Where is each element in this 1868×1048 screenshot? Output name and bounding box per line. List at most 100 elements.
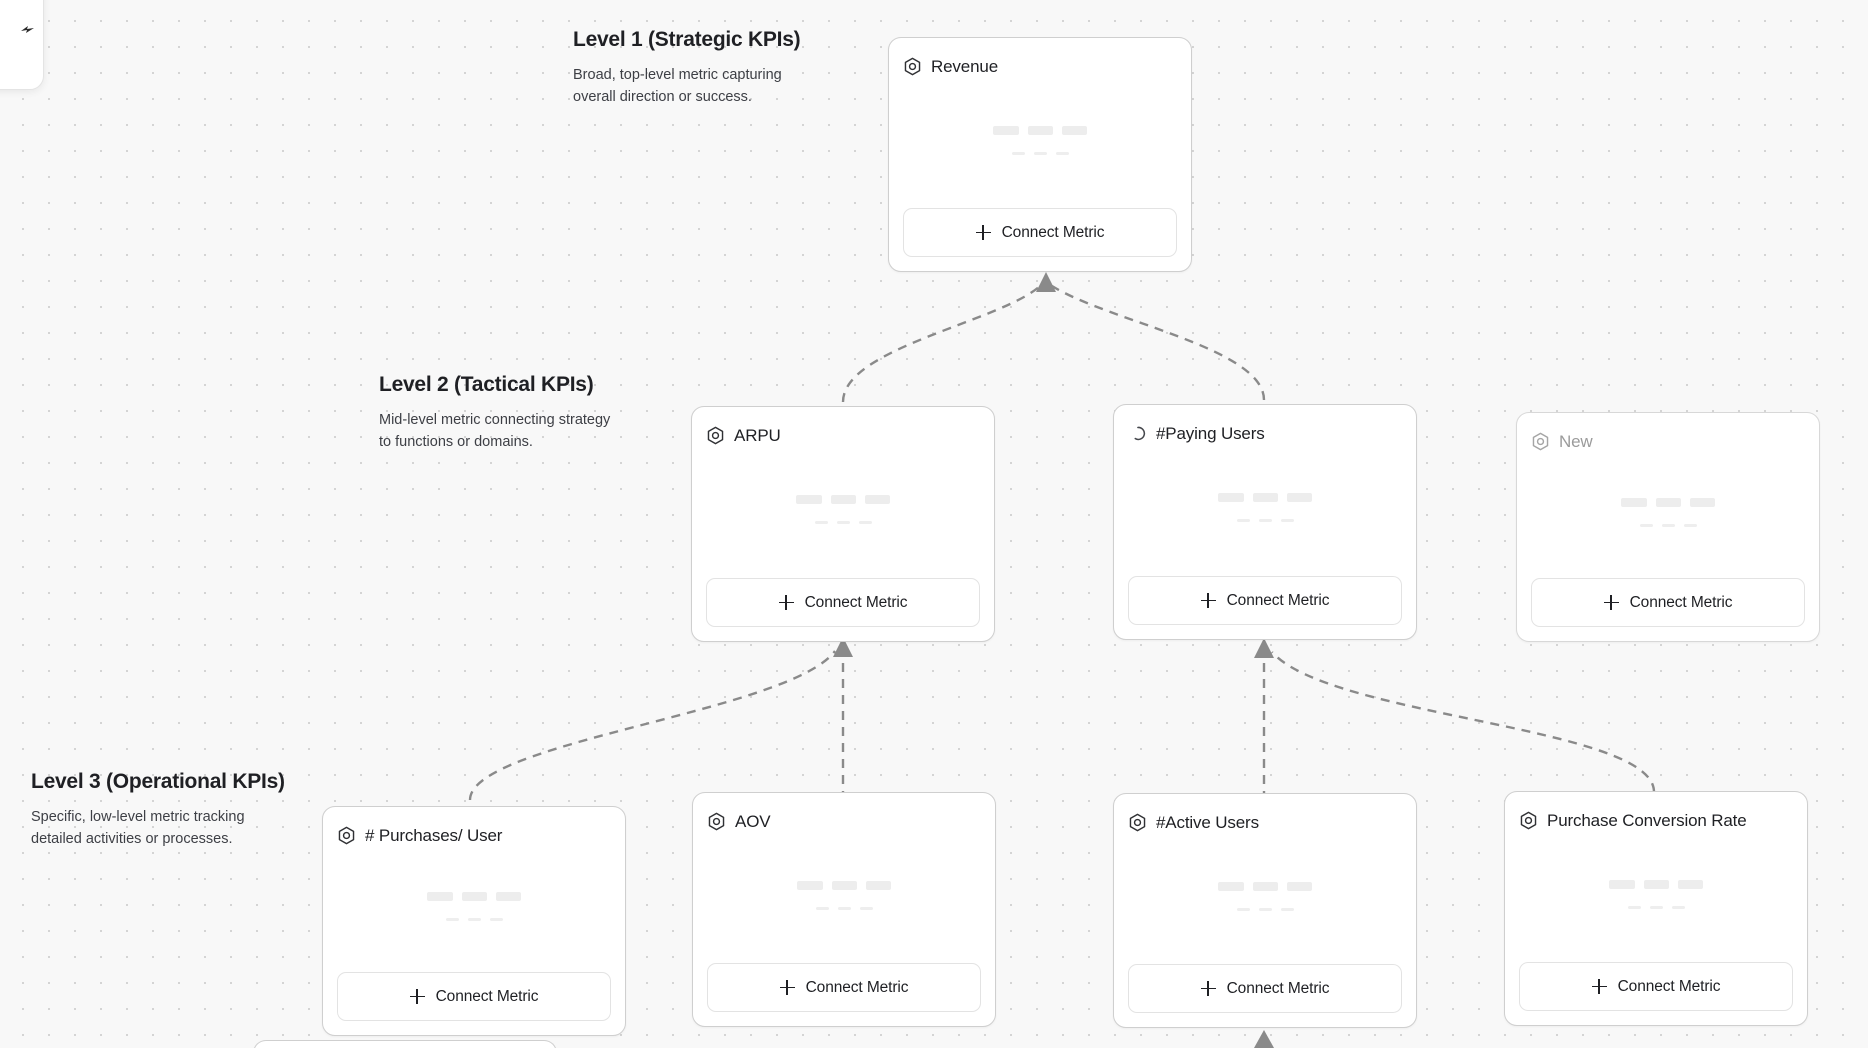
skeleton-bar xyxy=(445,918,459,921)
metric-card-aov[interactable]: AOV Connect Metric xyxy=(692,792,996,1027)
skeleton-bar xyxy=(796,495,822,504)
skeleton-bar xyxy=(1280,907,1294,911)
connect-metric-button[interactable]: Connect Metric xyxy=(1128,576,1402,625)
skeleton-row-primary xyxy=(993,125,1087,135)
plus-icon xyxy=(1591,979,1607,994)
metric-card-offscreen-partial[interactable] xyxy=(253,1040,557,1048)
arrow-head-active-users xyxy=(1254,1030,1274,1048)
skeleton-bar xyxy=(859,906,873,910)
metric-card-arpu[interactable]: ARPU Connect Metric xyxy=(691,406,995,642)
metric-card-paying-users[interactable]: #Paying Users Connect Metric xyxy=(1113,404,1417,640)
skeleton-bar xyxy=(814,521,828,524)
skeleton-bar xyxy=(858,521,872,524)
metric-card-purchases-per-user[interactable]: # Purchases/ User Connect Metric xyxy=(322,806,626,1036)
card-title: # Purchases/ User xyxy=(365,825,503,845)
connect-metric-button[interactable]: Connect Metric xyxy=(337,972,611,1021)
connect-metric-label: Connect Metric xyxy=(1617,977,1721,995)
plus-icon xyxy=(1200,981,1216,996)
card-title: #Paying Users xyxy=(1156,423,1265,443)
card-title: ARPU xyxy=(734,425,781,445)
skeleton-row-primary xyxy=(797,880,891,890)
skeleton-bar xyxy=(1644,879,1669,889)
skeleton-bar xyxy=(1236,519,1250,522)
edge-conversion-to-paying-users xyxy=(1271,651,1656,793)
plus-icon xyxy=(1200,593,1216,608)
skeleton-bar xyxy=(1287,881,1312,891)
skeleton-bar xyxy=(1258,519,1272,522)
connect-metric-label: Connect Metric xyxy=(1226,591,1330,609)
plus-icon xyxy=(779,980,795,995)
skeleton-bar xyxy=(1656,498,1681,507)
card-placeholder-body xyxy=(903,78,1177,208)
connect-metric-button[interactable]: Connect Metric xyxy=(707,963,981,1012)
skeleton-row-secondary xyxy=(445,918,503,921)
level-3-title: Level 3 (Operational KPIs) xyxy=(31,770,285,793)
skeleton-row-primary xyxy=(427,892,521,901)
card-placeholder-body xyxy=(1519,832,1793,962)
skeleton-row-secondary xyxy=(1236,907,1294,911)
skeleton-bar xyxy=(831,495,856,504)
card-header: AOV xyxy=(707,809,981,833)
connect-metric-button[interactable]: Connect Metric xyxy=(706,578,980,627)
skeleton-bar xyxy=(1033,151,1047,155)
skeleton-row-primary xyxy=(1609,879,1703,889)
connect-metric-button[interactable]: Connect Metric xyxy=(1531,578,1805,627)
loading-spinner-icon xyxy=(1128,424,1147,443)
card-header: Purchase Conversion Rate xyxy=(1519,808,1793,832)
skeleton-bar xyxy=(1678,879,1703,889)
skeleton-row-secondary xyxy=(815,906,873,910)
metric-card-active-users[interactable]: #Active Users Connect Metric xyxy=(1113,793,1417,1028)
cursor-pointer-icon xyxy=(21,23,34,34)
connect-metric-label: Connect Metric xyxy=(804,593,908,611)
card-title: Revenue xyxy=(931,56,998,76)
metric-card-revenue[interactable]: Revenue Connect Metric xyxy=(888,37,1192,272)
card-placeholder-body xyxy=(1128,834,1402,964)
hexagon-target-icon xyxy=(337,826,356,845)
card-placeholder-body xyxy=(706,447,980,578)
skeleton-bar xyxy=(1253,493,1278,502)
card-title: Purchase Conversion Rate xyxy=(1547,810,1747,830)
level-2-description: Mid-level metric connecting strategy to … xyxy=(379,412,611,451)
skeleton-bar xyxy=(797,880,823,890)
skeleton-bar xyxy=(1639,524,1653,527)
connect-metric-button[interactable]: Connect Metric xyxy=(1519,962,1793,1011)
connect-metric-button[interactable]: Connect Metric xyxy=(903,208,1177,257)
floating-toolbar-panel[interactable] xyxy=(0,0,44,90)
skeleton-bar xyxy=(1236,907,1250,911)
skeleton-bar xyxy=(1627,905,1641,909)
edge-paying-users-to-revenue xyxy=(1051,284,1266,401)
arrow-head-revenue xyxy=(1036,272,1056,292)
connect-metric-label: Connect Metric xyxy=(805,978,909,996)
card-header: #Active Users xyxy=(1128,810,1402,834)
card-title: New xyxy=(1559,431,1593,451)
skeleton-row-primary xyxy=(1218,493,1312,502)
metric-card-new[interactable]: New Connect Metric xyxy=(1516,412,1820,642)
skeleton-bar xyxy=(1253,881,1278,891)
skeleton-bar xyxy=(865,495,890,504)
skeleton-row-primary xyxy=(1218,881,1312,891)
plus-icon xyxy=(409,989,425,1004)
level-1-description: Broad, top-level metric capturing overal… xyxy=(573,67,782,106)
skeleton-bar xyxy=(1011,151,1025,155)
hexagon-target-icon xyxy=(1531,432,1550,451)
skeleton-bar xyxy=(489,918,503,921)
skeleton-bar xyxy=(837,906,851,910)
card-header: ARPU xyxy=(706,423,980,447)
skeleton-row-secondary xyxy=(1236,519,1294,522)
card-header: New xyxy=(1531,429,1805,453)
hexagon-target-icon xyxy=(903,57,922,76)
skeleton-bar xyxy=(1690,498,1715,507)
skeleton-bar xyxy=(866,880,891,890)
skeleton-row-primary xyxy=(796,495,890,504)
connect-metric-label: Connect Metric xyxy=(1001,223,1105,241)
skeleton-bar xyxy=(1671,905,1685,909)
plus-icon xyxy=(778,595,794,610)
skeleton-bar xyxy=(1218,881,1244,891)
connect-metric-button[interactable]: Connect Metric xyxy=(1128,964,1402,1013)
skeleton-bar xyxy=(467,918,481,921)
card-header: Revenue xyxy=(903,54,1177,78)
skeleton-bar xyxy=(993,125,1019,135)
card-placeholder-body xyxy=(337,847,611,972)
metric-card-purchase-conversion-rate[interactable]: Purchase Conversion Rate Connect Metric xyxy=(1504,791,1808,1026)
